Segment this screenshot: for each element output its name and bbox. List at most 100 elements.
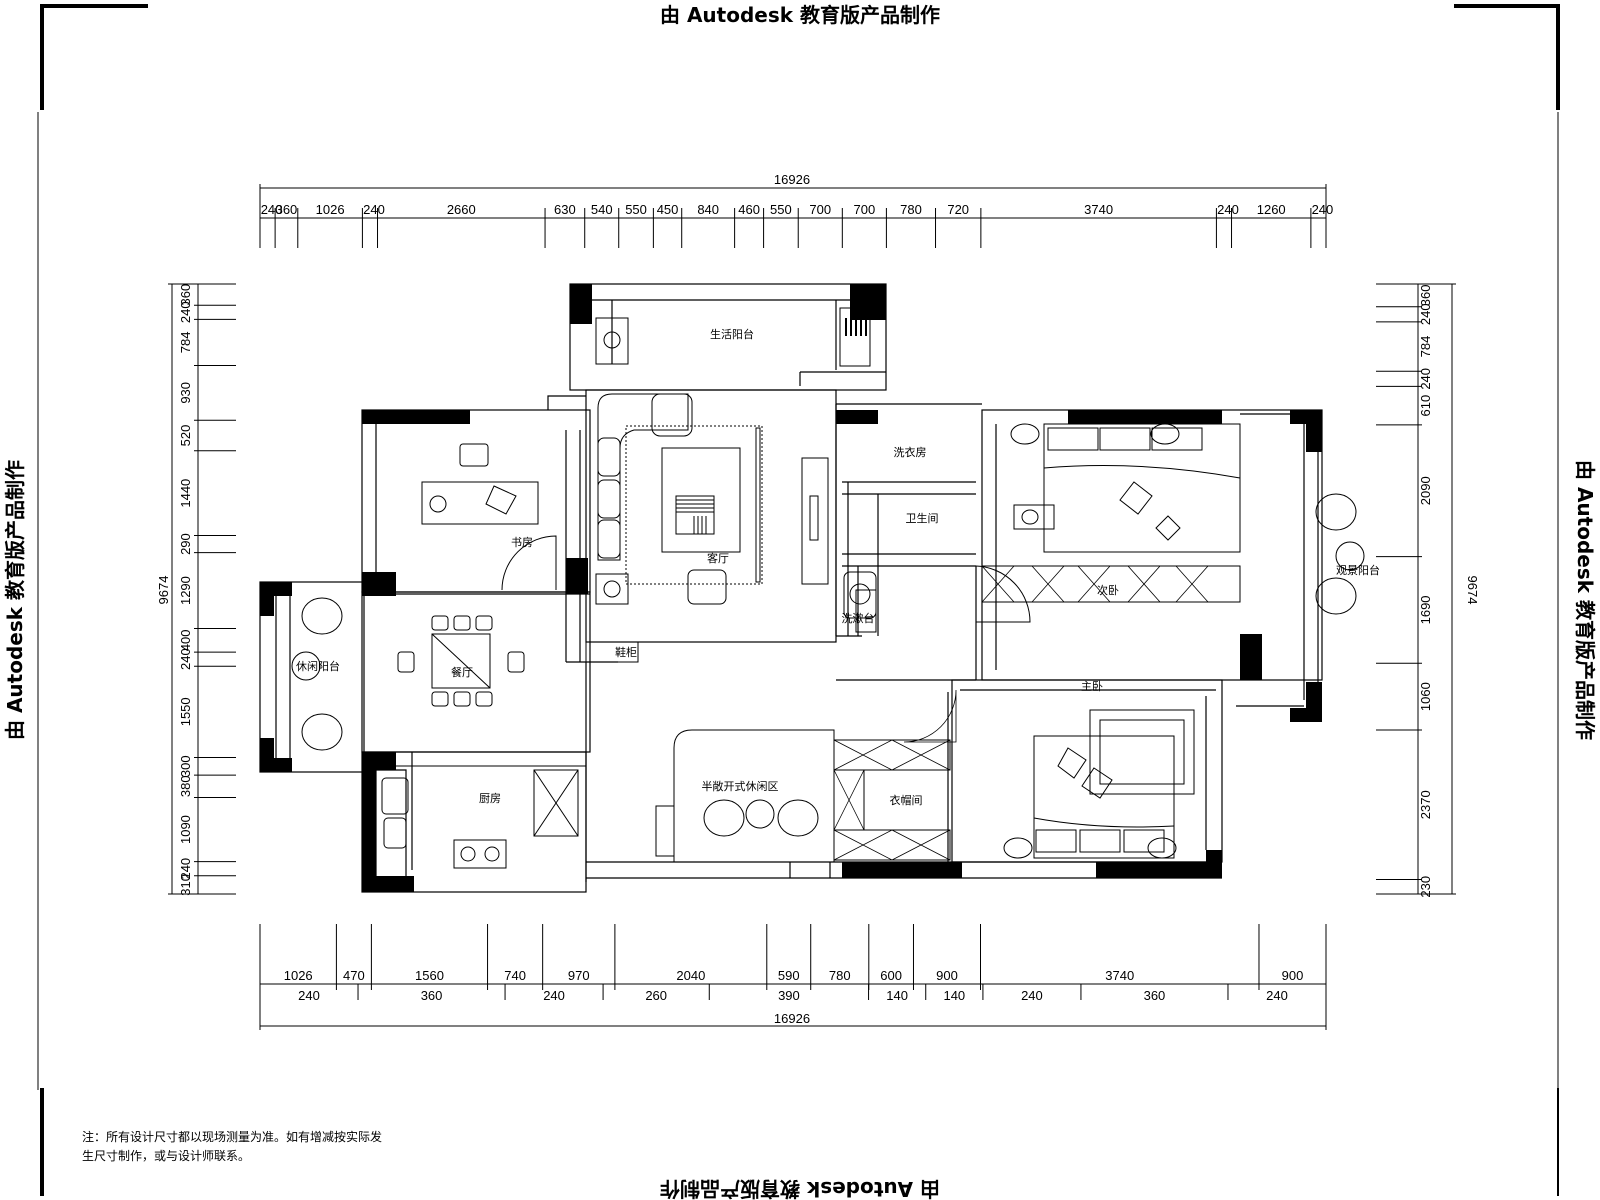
top-dim-0: 240	[261, 202, 283, 217]
top-dimension-ticks	[274, 208, 1327, 248]
top-dim-10: 460	[738, 202, 760, 217]
room-living: 客厅	[707, 551, 729, 565]
room-kitchen: 厨房	[479, 792, 501, 805]
room-dining: 餐厅	[451, 665, 473, 679]
left-dim-12: 380	[178, 775, 193, 797]
bottom-dim-1-2: 1560	[415, 968, 444, 983]
right-dim-5: 2090	[1418, 476, 1433, 505]
left-dim-0: 360	[178, 284, 193, 306]
doors	[501, 535, 1031, 743]
bottom-dim-2-4: 390	[778, 988, 800, 1003]
room-view-balcony: 观景阳台	[1336, 563, 1380, 577]
room-labels: 生活阳台 书房 客厅 洗衣房 卫生间 次卧 观景阳台 休闲阳台 餐厅 鞋柜 洗漱…	[296, 327, 1380, 807]
left-dim-13: 1090	[178, 815, 193, 844]
top-dim-1: 360	[276, 202, 298, 217]
top-dim-3: 240	[363, 202, 385, 217]
top-dim-9: 840	[697, 202, 719, 217]
bottom-dim-1-6: 590	[778, 968, 800, 983]
left-dim-15: 310	[178, 874, 193, 896]
bottom-dim-1-8: 600	[880, 968, 902, 983]
room-study: 书房	[511, 536, 533, 549]
total-width-top: 16926	[774, 172, 810, 187]
bottom-dim-2-0: 240	[298, 988, 320, 1003]
room-shoe-cabinet: 鞋柜	[615, 645, 637, 659]
top-dim-12: 700	[809, 202, 831, 217]
top-dim-18: 1260	[1257, 202, 1286, 217]
left-dim-1: 240	[178, 301, 193, 323]
left-dim-8: 400	[178, 629, 193, 651]
top-dim-13: 700	[854, 202, 876, 217]
room-cloakroom: 衣帽间	[890, 793, 923, 807]
left-dimension-labels: 3602407849305201440290129040024015503003…	[178, 284, 193, 896]
room-laundry: 洗衣房	[894, 445, 927, 459]
bottom-dim-1-0: 1026	[284, 968, 313, 983]
right-dim-3: 240	[1418, 368, 1433, 390]
total-width-bottom: 16926	[774, 1011, 810, 1026]
top-dim-15: 720	[947, 202, 969, 217]
top-dim-6: 540	[591, 202, 613, 217]
top-dim-16: 3740	[1084, 202, 1113, 217]
total-height-left: 9674	[156, 576, 171, 605]
frame-brackets	[37, 4, 1560, 1196]
top-dim-14: 780	[900, 202, 922, 217]
top-dim-8: 450	[657, 202, 679, 217]
watermark-left: 由 Autodesk 教育版产品制作	[3, 460, 27, 740]
left-dim-4: 520	[178, 425, 193, 447]
left-dim-6: 290	[178, 533, 193, 555]
right-dim-2: 784	[1418, 336, 1433, 358]
room-bathroom: 卫生间	[906, 511, 939, 525]
watermark-top: 由 Autodesk 教育版产品制作	[660, 3, 940, 27]
top-dim-4: 2660	[447, 202, 476, 217]
left-dim-14: 240	[178, 858, 193, 880]
left-dim-3: 930	[178, 382, 193, 404]
room-second-bedroom: 次卧	[1097, 583, 1119, 597]
bottom-dim-1-4: 970	[568, 968, 590, 983]
room-wash-area: 洗漱台	[842, 611, 875, 625]
bottom-dim-2-2: 240	[543, 988, 565, 1003]
top-dim-7: 550	[625, 202, 647, 217]
bottom-dim-2-7: 240	[1021, 988, 1043, 1003]
total-height-right: 9674	[1465, 576, 1480, 605]
bottom-dim-2-9: 240	[1266, 988, 1288, 1003]
right-dim-8: 2370	[1418, 790, 1433, 819]
top-dim-11: 550	[770, 202, 792, 217]
bottom-dim-1-1: 470	[343, 968, 365, 983]
left-dim-7: 1290	[178, 576, 193, 605]
right-dimension-lines	[1376, 283, 1456, 895]
room-master-bedroom: 主卧	[1081, 680, 1103, 693]
room-living-balcony: 生活阳台	[710, 327, 754, 341]
bottom-dim-1-7: 780	[829, 968, 851, 983]
watermark-bottom: 由 Autodesk 教育版产品制作	[660, 1177, 940, 1200]
design-note: 注：所有设计尺寸都以现场测量为准。如有增减按实际发 生尺寸制作，或与设计师联系。	[82, 1128, 462, 1166]
bottom-dim-2-6: 140	[943, 988, 965, 1003]
left-dim-11: 300	[178, 755, 193, 777]
bottom-dim-1-11: 900	[1282, 968, 1304, 983]
bottom-dim-2-1: 360	[421, 988, 443, 1003]
room-open-lounge: 半敞开式休闲区	[702, 779, 779, 793]
top-dim-5: 630	[554, 202, 576, 217]
left-dim-2: 784	[178, 332, 193, 354]
right-dim-6: 1690	[1418, 595, 1433, 624]
bottom-dim-1-9: 900	[936, 968, 958, 983]
left-dim-10: 1550	[178, 697, 193, 726]
design-note-line-2: 生尺寸制作，或与设计师联系。	[82, 1149, 251, 1163]
bottom-dim-1-10: 3740	[1105, 968, 1134, 983]
top-dim-17: 240	[1217, 202, 1239, 217]
top-dim-2: 1026	[316, 202, 345, 217]
right-dim-9: 230	[1418, 876, 1433, 898]
walls-solid	[260, 284, 1322, 892]
design-note-line-1: 注：所有设计尺寸都以现场测量为准。如有增减按实际发	[82, 1130, 383, 1144]
top-dim-19: 240	[1312, 202, 1334, 217]
top-dimension-lines	[259, 184, 1327, 248]
left-dimension-ticks	[194, 304, 236, 895]
bottom-dim-2-3: 260	[645, 988, 667, 1003]
room-leisure-balcony: 休闲阳台	[296, 659, 340, 673]
right-dimension-ticks	[1376, 306, 1422, 895]
bottom-dim-2-5: 140	[886, 988, 908, 1003]
furniture	[291, 307, 1365, 869]
right-dim-0: 360	[1418, 284, 1433, 306]
